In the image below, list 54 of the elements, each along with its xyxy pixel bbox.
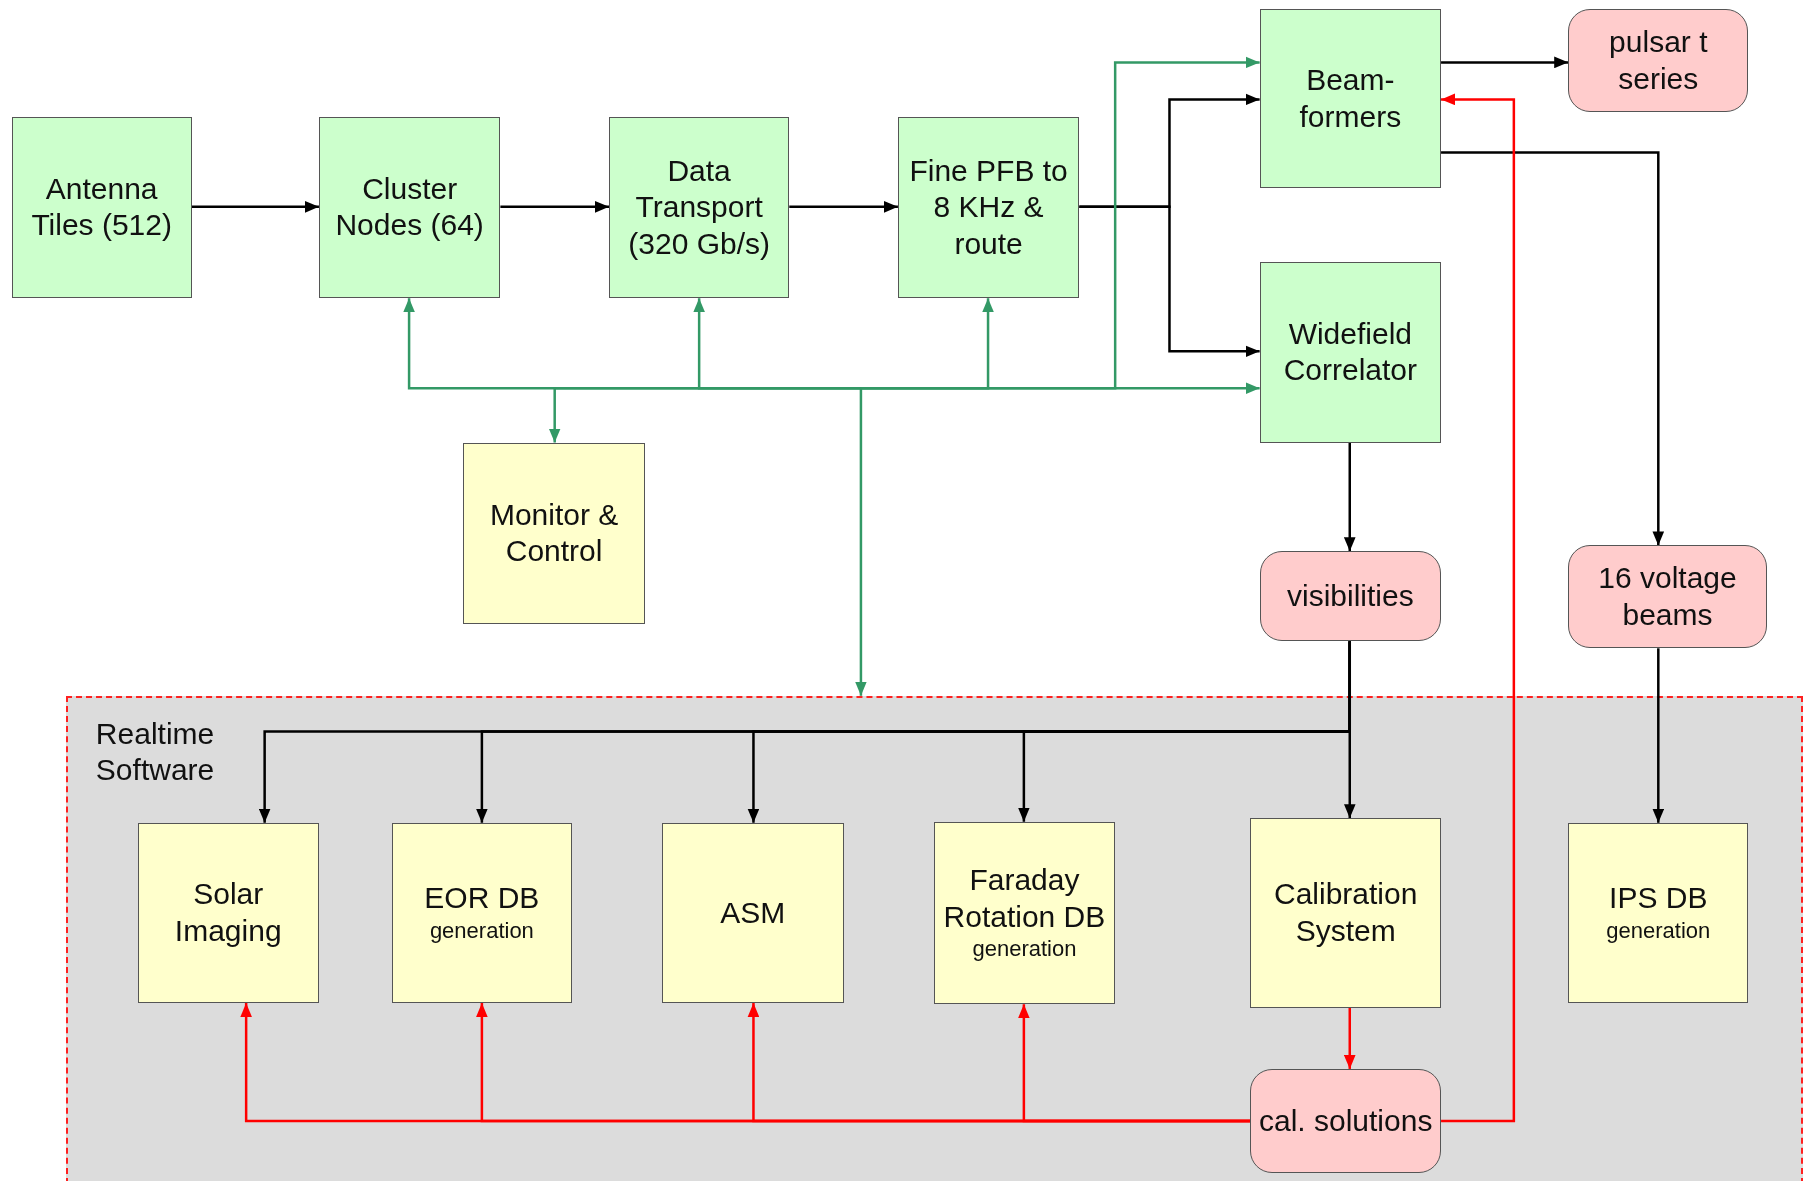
process-box: [1568, 822, 1749, 1004]
process-box: [463, 442, 645, 624]
box-label: pulsar t series: [1608, 24, 1709, 97]
arrow: [191, 201, 319, 213]
box-sublabel: generation: [428, 916, 535, 945]
arrow: [855, 388, 867, 696]
arrow: [1441, 93, 1516, 1123]
box-label: IPS DB: [1608, 880, 1709, 917]
output-box: [1259, 551, 1442, 642]
box-label: Data Transport (320 Gb/s): [627, 152, 771, 262]
process-box: [609, 116, 790, 299]
output-box: [1568, 9, 1749, 113]
box-sublabel: generation: [971, 935, 1078, 964]
arrow: [548, 387, 861, 443]
box-label: cal. solutions: [1257, 1102, 1434, 1139]
region-label: Realtime Software: [95, 715, 216, 789]
box-label: Widefield Correlator: [1282, 315, 1418, 389]
process-box: [1259, 9, 1442, 189]
box-label: Solar Imaging: [173, 876, 283, 949]
box-label: Cluster Nodes (64): [334, 170, 485, 244]
arrow: [1079, 205, 1260, 358]
arrow: [860, 56, 1260, 390]
box-sublabel: generation: [1605, 916, 1712, 945]
output-box: [1568, 545, 1767, 649]
arrow: [789, 201, 898, 213]
box-label: Faraday Rotation DB: [942, 862, 1107, 935]
process-box: [1250, 818, 1442, 1008]
box-label: Calibration System: [1273, 876, 1419, 949]
process-box: [662, 822, 844, 1004]
box-label: Monitor & Control: [488, 496, 620, 570]
arrow: [1343, 641, 1356, 819]
box-label: ASM: [719, 894, 787, 931]
box-label: Beam-formers: [1298, 62, 1403, 135]
arrow: [1441, 151, 1665, 546]
process-box: [897, 116, 1080, 299]
process-box: [933, 821, 1116, 1005]
box-label: Fine PFB to 8 KHz & route: [908, 152, 1069, 262]
output-box: [1250, 1068, 1442, 1173]
arrow: [500, 201, 609, 213]
process-box: [1259, 262, 1442, 443]
arrow: [1441, 56, 1569, 69]
box-label: visibilities: [1285, 578, 1415, 614]
box-label: Antenna Tiles (512): [30, 170, 173, 244]
process-box: [318, 116, 501, 299]
process-box: [391, 822, 572, 1004]
arrow: [1343, 442, 1356, 552]
box-label: EOR DB: [423, 880, 541, 917]
box-label: 16 voltage beams: [1597, 560, 1738, 633]
arrow: [1018, 1004, 1251, 1123]
software-region: [65, 695, 1803, 1181]
process-box: [137, 822, 319, 1004]
arrow: [1343, 1007, 1356, 1069]
process-box: [11, 116, 192, 299]
arrow: [1652, 648, 1665, 823]
